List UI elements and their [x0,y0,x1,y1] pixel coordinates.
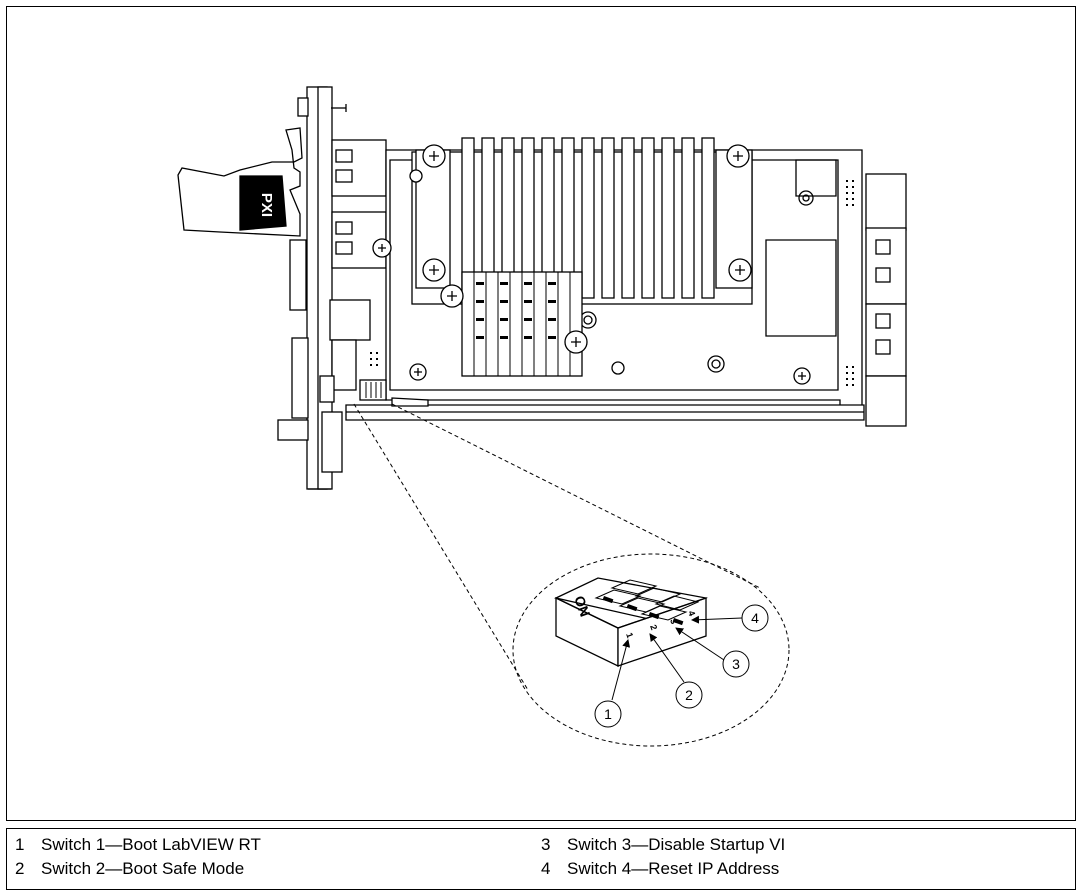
callout-4: 4 [741,604,769,632]
legend-number: 3 [541,835,551,854]
legend-item-1: 1 Switch 1—Boot LabVIEW RT [15,835,261,855]
legend-text: Switch 4—Reset IP Address [567,859,780,878]
legend-item-3: 3 Switch 3—Disable Startup VI [541,835,785,855]
switch-number-1: 1 [624,631,635,639]
legend-item-2: 2 Switch 2—Boot Safe Mode [15,859,244,879]
svg-text:1: 1 [604,706,612,722]
dip-switch-location [359,379,429,407]
dip-switch-magnified: ON 1 2 3 4 [554,577,708,668]
zoom-indicator [353,403,790,747]
switch-on-label: ON [571,594,593,619]
callout-2: 2 [675,681,703,709]
legend-number: 4 [541,859,551,878]
legend-item-4: 4 Switch 4—Reset IP Address [541,859,779,879]
legend-number: 2 [15,859,25,878]
front-panel: PXI [177,86,387,490]
legend-text: Switch 1—Boot LabVIEW RT [41,835,261,854]
callout-1: 1 [594,700,622,728]
switch-number-4: 4 [686,609,697,617]
switch-number-3: 3 [668,617,679,625]
legend: 1 Switch 1—Boot LabVIEW RT 2 Switch 2—Boot… [6,828,1076,890]
svg-text:2: 2 [685,687,693,703]
svg-text:4: 4 [751,610,759,626]
legend-number: 1 [15,835,25,854]
legend-text: Switch 2—Boot Safe Mode [41,859,245,878]
switch-number-2: 2 [648,623,659,631]
screws [372,144,811,385]
callouts: 1 2 3 4 [594,604,769,728]
figure-frame [6,6,1076,821]
controller-diagram: PXI [177,86,907,747]
legend-text: Switch 3—Disable Startup VI [567,835,786,854]
callout-3: 3 [722,650,750,678]
svg-text:3: 3 [732,656,740,672]
pxi-logo: PXI [258,193,275,217]
